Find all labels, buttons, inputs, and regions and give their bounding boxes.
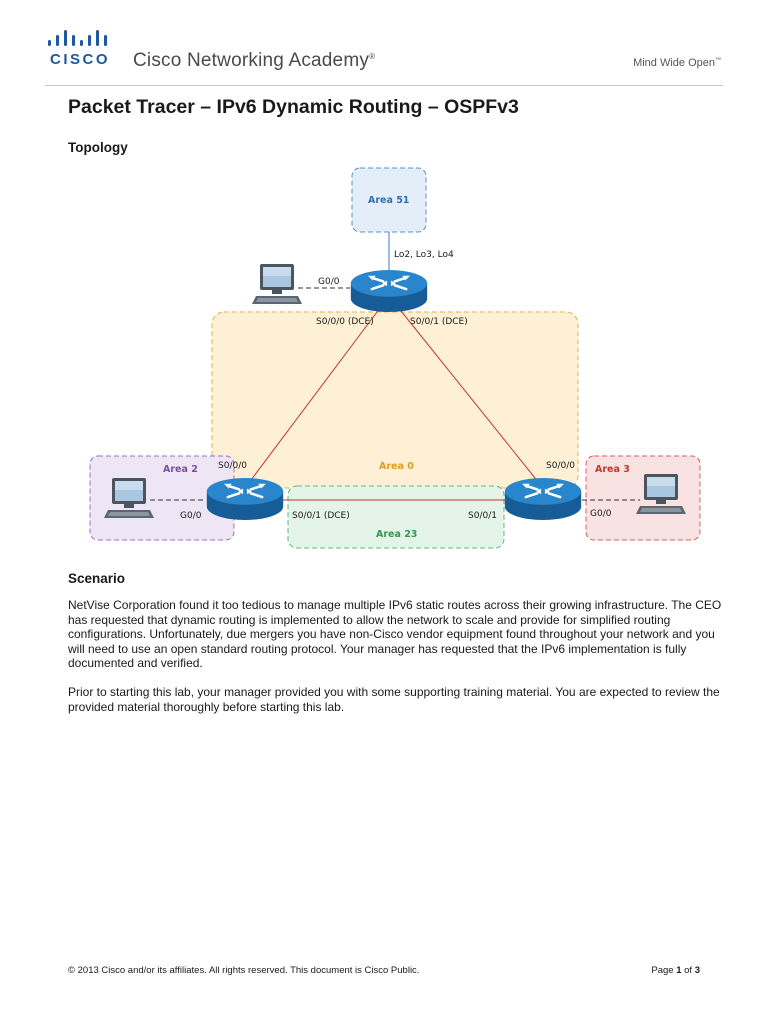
footer-copyright: © 2013 Cisco and/or its affiliates. All … [68, 965, 420, 976]
iface-right-g00: G0/0 [590, 509, 612, 519]
iface-top-s001: S0/0/1 (DCE) [410, 317, 468, 327]
footer-page-number: Page 1 of 3 [651, 965, 700, 976]
iface-top-s000: S0/0/0 (DCE) [316, 317, 374, 327]
pc-top[interactable] [252, 264, 302, 304]
area-2-label: Area 2 [163, 464, 198, 475]
area-2-zone [89, 455, 235, 541]
area-0-label: Area 0 [379, 461, 414, 472]
area-23-label: Area 23 [376, 529, 417, 540]
brand-wordmark: CISCO [50, 51, 111, 68]
area-51-label: Area 51 [368, 195, 409, 206]
scenario-heading: Scenario [68, 571, 126, 586]
iface-top-g00: G0/0 [318, 277, 340, 287]
serial-link-top-right [388, 295, 544, 489]
serial-link-top-left [244, 295, 390, 489]
iface-left-s001: S0/0/1 (DCE) [292, 511, 350, 521]
header-divider [45, 85, 723, 86]
area-23-zone [287, 485, 505, 549]
tagline: Mind Wide Open™ [633, 57, 721, 69]
area-51-zone [351, 167, 427, 233]
router-left[interactable] [205, 478, 285, 520]
cisco-logo-icon [48, 30, 107, 46]
page-header: CISCO Cisco Networking Academy® Mind Wid… [0, 0, 768, 88]
topology-heading: Topology [68, 140, 128, 155]
scenario-paragraph-2: Prior to starting this lab, your manager… [68, 685, 720, 714]
router-right[interactable] [503, 478, 583, 520]
area-0-zone [211, 311, 579, 489]
iface-top-loopbacks: Lo2, Lo3, Lo4 [394, 250, 454, 260]
academy-name: Cisco Networking Academy® [133, 50, 376, 71]
iface-left-g00: G0/0 [180, 511, 202, 521]
scenario-paragraph-1: NetVise Corporation found it too tedious… [68, 598, 722, 671]
iface-right-s001: S0/0/1 [468, 511, 497, 521]
document-title: Packet Tracer – IPv6 Dynamic Routing – O… [68, 96, 519, 118]
area-3-label: Area 3 [595, 464, 630, 475]
iface-left-s000: S0/0/0 [218, 461, 247, 471]
iface-right-s000: S0/0/0 [546, 461, 575, 471]
router-top[interactable] [349, 270, 429, 312]
